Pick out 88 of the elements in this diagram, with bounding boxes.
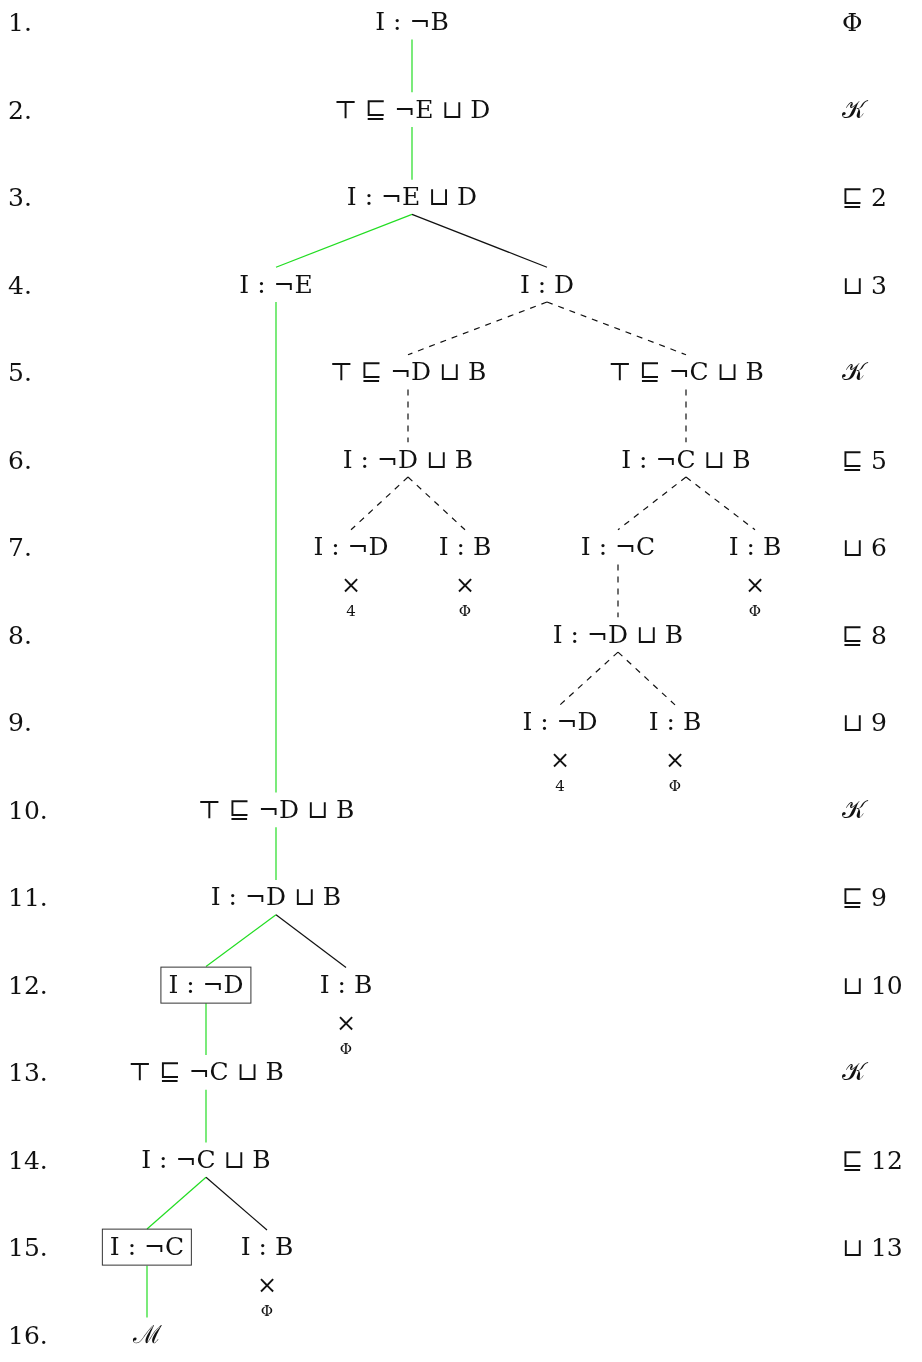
rule-label: ⊔ 3 <box>842 270 887 300</box>
formula: I : B <box>431 529 499 565</box>
line-number: 14. <box>8 1145 48 1175</box>
formula: ⊤ ⊑ ¬C ⊔ B <box>601 354 771 390</box>
line-number: 2. <box>8 95 32 124</box>
formula: I : ¬E <box>232 267 320 302</box>
formula: I : B <box>233 1230 301 1265</box>
tree-branch <box>146 1265 148 1319</box>
tree-branch <box>205 914 277 968</box>
tree-branch <box>205 1002 207 1056</box>
rule-label: ⊔ 13 <box>842 1232 903 1262</box>
tree-branch <box>146 1176 207 1230</box>
tree-branch <box>546 301 687 356</box>
clash-mark: × <box>454 573 476 598</box>
rule-label: ⊑ 5 <box>842 445 887 475</box>
clash-mark: × <box>340 573 362 598</box>
rule-label: ⊔ 9 <box>842 707 887 737</box>
tree-branch <box>559 651 619 706</box>
rule-label: Φ <box>842 7 863 37</box>
formula: I : ¬C ⊔ B <box>134 1142 278 1178</box>
clash-reference: Φ <box>260 1303 274 1319</box>
line-number: 7. <box>8 532 32 562</box>
tree-branch <box>617 563 619 618</box>
line-number: 9. <box>8 707 32 737</box>
line-number: 13. <box>8 1057 48 1087</box>
formula: ⊤ ⊑ ¬D ⊔ B <box>322 354 494 390</box>
line-number: 6. <box>8 445 32 475</box>
formula: I : ¬C ⊔ B <box>614 442 758 477</box>
formula: ⊤ ⊑ ¬D ⊔ B <box>190 792 362 828</box>
clash-reference: 4 <box>555 778 565 794</box>
clash-mark: × <box>744 573 766 598</box>
rule-label: ⊑ 9 <box>842 882 887 912</box>
clash-reference: Φ <box>748 603 762 619</box>
tree-branch <box>275 301 277 793</box>
formula: I : B <box>312 967 380 1003</box>
line-number: 12. <box>8 970 48 1000</box>
clash-reference: 4 <box>346 603 356 619</box>
formula: I : ¬C <box>573 529 663 565</box>
formula: I : ¬B <box>368 4 456 40</box>
tree-branch <box>407 476 466 531</box>
clash-reference: Φ <box>458 603 472 619</box>
tree-branch <box>205 1089 207 1144</box>
formula: I : ¬D ⊔ B <box>335 442 481 477</box>
clash-reference: Φ <box>668 778 682 794</box>
formula: ℳ <box>125 1317 169 1353</box>
tree-branch <box>685 388 687 443</box>
rule-label: ⊑ 2 <box>842 182 887 212</box>
rule-label: ⊑ 8 <box>842 620 887 650</box>
clash-reference: Φ <box>339 1041 353 1057</box>
tree-branch <box>617 476 687 531</box>
line-number: 5. <box>8 357 32 387</box>
line-number: 10. <box>8 795 48 825</box>
rule-label: ⊑ 12 <box>842 1145 903 1175</box>
tree-branch <box>275 826 277 881</box>
line-number: 1. <box>8 7 32 37</box>
rule-label: ⊔ 10 <box>842 970 903 1000</box>
formula: ⊤ ⊑ ¬E ⊔ D <box>326 92 498 127</box>
rule-label: ⊔ 6 <box>842 532 887 562</box>
tree-branch <box>407 388 409 443</box>
line-number: 16. <box>8 1320 48 1350</box>
clash-mark: × <box>256 1273 278 1298</box>
formula: I : ¬D ⊔ B <box>545 617 691 653</box>
formula: I : ¬D ⊔ B <box>203 879 349 915</box>
tree-branch <box>411 38 413 93</box>
tree-branch <box>350 476 409 531</box>
tree-branch <box>617 651 676 706</box>
tree-branch <box>411 126 413 181</box>
line-number: 15. <box>8 1232 48 1262</box>
clash-mark: × <box>549 748 571 773</box>
tree-branch <box>411 213 548 268</box>
clash-mark: × <box>664 748 686 773</box>
formula: I : B <box>641 704 709 740</box>
formula: ⊤ ⊑ ¬C ⊔ B <box>121 1055 291 1090</box>
tree-branch <box>275 213 413 268</box>
line-number: 8. <box>8 620 32 650</box>
formula: I : ¬D <box>515 704 605 740</box>
formula: I : ¬E ⊔ D <box>339 179 485 215</box>
formula: I : B <box>721 529 789 565</box>
line-number: 4. <box>8 270 32 300</box>
clash-mark: × <box>335 1010 357 1035</box>
formula: I : D <box>512 267 582 302</box>
line-number: 3. <box>8 182 32 212</box>
tree-branch <box>685 476 756 531</box>
formula: I : ¬D <box>306 529 396 565</box>
tree-branch <box>205 1176 268 1231</box>
tree-branch <box>275 914 347 969</box>
line-number: 11. <box>8 882 48 912</box>
tree-branch <box>407 301 548 356</box>
